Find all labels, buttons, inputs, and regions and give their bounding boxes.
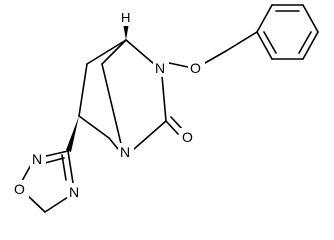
phenyl-bond-3 <box>302 4 319 33</box>
phenyl-inner-2 <box>298 31 312 54</box>
oxa-bond-n2-c3 <box>41 150 69 158</box>
oxa-bond-n2-c3-inner <box>44 157 65 164</box>
o-ether-label: O <box>190 60 201 76</box>
bond-n-top-c-carbonyl <box>161 75 167 122</box>
oxadiazole-n2-label: N <box>32 151 42 167</box>
oxadiazole-o1-label: O <box>14 181 25 197</box>
bond-n-o-ether <box>168 62 189 68</box>
benzyloxy-chain <box>168 31 258 68</box>
phenyl-ring <box>256 4 319 60</box>
oxa-bond-c5-o1 <box>25 193 46 213</box>
bond-c1-n-top <box>125 39 155 65</box>
stereo-h-label: H <box>121 10 130 25</box>
o-carbonyl-label: O <box>182 129 193 145</box>
phenyl-bond-4 <box>302 31 319 60</box>
phenyl-bond-6 <box>256 31 273 60</box>
bond-bridge-n-bridge <box>101 63 123 149</box>
stereo-wedge-oxadiazole <box>66 116 79 152</box>
oxadiazole-n4-label: N <box>69 184 79 200</box>
n-top-label: N <box>155 60 165 76</box>
atom-labels: H N O N O N N O <box>12 9 205 201</box>
oxa-bond-c3-n4 <box>67 150 74 184</box>
bond-c2-c3 <box>78 63 88 117</box>
phenyl-bond-1 <box>256 4 273 33</box>
bicyclic-core <box>78 39 167 150</box>
bond-c4-n-bridge <box>108 137 119 150</box>
bond-o-ch2 <box>204 50 227 64</box>
bond-c1-bridge <box>101 39 127 65</box>
bond-ch2-phenyl <box>225 31 258 52</box>
stereo-wedge-h <box>123 26 129 40</box>
n-bridge-label: N <box>120 144 130 160</box>
carbonyl-group <box>165 116 184 135</box>
bond-c1-c2 <box>86 39 127 65</box>
bond-c-carbonyl-n-bridge <box>133 120 167 150</box>
oxa-bond-n4-c5 <box>44 196 69 213</box>
bond-c-o-double-b <box>170 116 184 131</box>
oxadiazole-ring <box>21 150 74 213</box>
phenyl-inner-3 <box>263 31 277 54</box>
bond-c3-c4 <box>78 115 110 139</box>
bond-c-o-double-a <box>165 120 179 135</box>
